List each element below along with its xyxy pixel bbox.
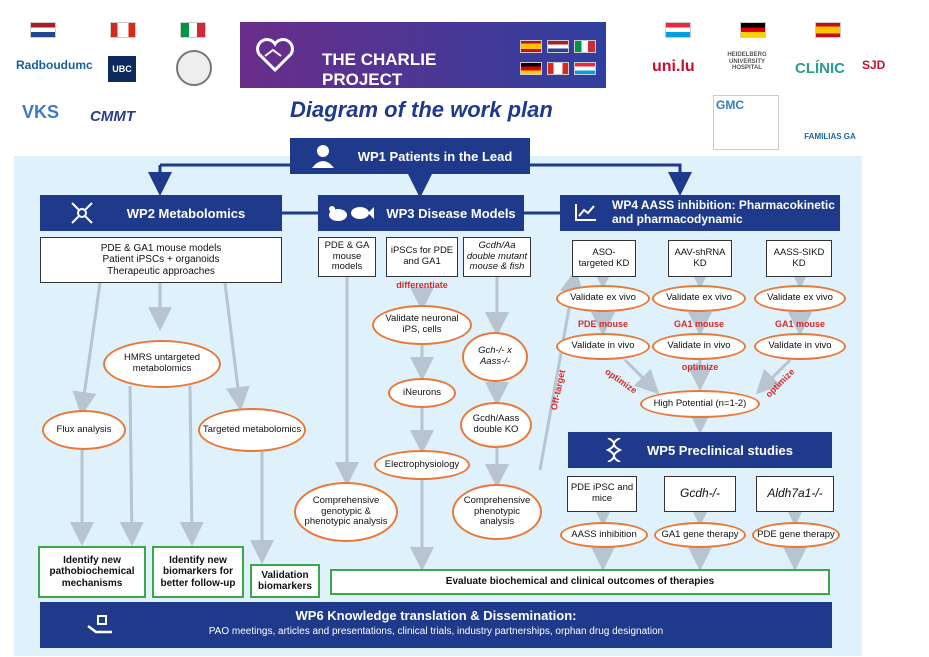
logo-vks: VKS [22,102,60,122]
logo-radboudumc: Radboudumc [16,58,93,72]
wp6-banner: WP6 Knowledge translation & Disseminatio… [40,602,832,648]
wp3-col1-box: PDE & GA mouse models [318,237,376,277]
wp2-description: PDE & GA1 mouse models Patient iPSCs + o… [40,237,282,283]
logo-cmmt: CMMT [90,108,135,125]
diagram-subtitle: Diagram of the work plan [290,97,553,122]
flag-spain-small [520,40,542,53]
wp2-flux-oval: Flux analysis [42,410,126,450]
wp3-header: WP3 Disease Models [318,195,524,231]
wp3-col2-box: iPSCs for PDE and GA1 [386,237,458,277]
flag-italy-small [574,40,596,53]
flag-canada-small [547,62,569,75]
line-chart-icon [574,202,598,225]
wp1-header: WP1 Patients in the Lead [290,138,530,174]
wp4-optimize2-label: optimize [681,362,719,372]
logo-gmc: GMC [713,95,779,150]
wp6-description: PAO meetings, articles and presentations… [208,626,664,637]
logo-clinic: CLÍNIC [795,60,845,77]
dna-icon [604,437,624,465]
logo-heidelberg: HEIDELBERG UNIVERSITY HOSPITAL [727,52,767,72]
mouse-fish-icon [326,203,374,226]
wp5-model1-box: PDE iPSC and mice [567,476,637,512]
flag-luxembourg-small [574,62,596,75]
wp4-pde-mouse-label: PDE mouse [577,319,628,329]
flag-italy [180,22,206,38]
wp2-header: WP2 Metabolomics [40,195,282,231]
wp3-col3-box: Gcdh/Aa double mutant mouse & fish [463,237,531,277]
wp4-aso-box: ASO-targeted KD [572,240,636,277]
wp2-output-biomarkers: Identify new biomarkers for better follo… [152,546,244,598]
wp5-pde-gene-therapy-oval: PDE gene therapy [752,522,840,548]
wp4-invivo2-oval: Validate in vivo [652,333,746,360]
wp4-sikd-box: AASS-SIKD KD [766,240,832,277]
wp3-ineurons-oval: iNeurons [388,378,456,408]
people-icon [310,144,336,171]
logo-ubc: UBC [108,56,136,82]
wp4-invivo3-oval: Validate in vivo [754,333,846,360]
wp5-header: WP5 Preclinical studies [568,432,832,468]
wp3-comprehensive1-oval: Comprehensive genotypic & phenotypic ana… [294,482,398,542]
flag-luxembourg [665,22,691,38]
logo-sjd: SJD [862,58,886,72]
hands-icon [86,612,114,641]
wp2-targeted-oval: Targeted metabolomics [198,408,306,452]
wp2-output-mechanisms: Identify new pathobiochemical mechanisms [38,546,146,598]
flag-spain [815,22,841,38]
wp2-output-validation: Validation biomarkers [250,564,320,598]
flag-germany [740,22,766,38]
wp5-ga1-gene-therapy-oval: GA1 gene therapy [654,522,746,548]
wp3-validate-neuronal-oval: Validate neuronal iPS, cells [372,305,472,345]
wp6-title: WP6 Knowledge translation & Disseminatio… [295,608,577,623]
flag-germany-small [520,62,542,75]
wp3-differentiate-label: differentiate [396,280,448,290]
flag-netherlands [30,22,56,38]
wp4-exvivo3-oval: Validate ex vivo [754,285,846,312]
wp3-gcdh-ko-oval: Gcdh/Aass double KO [460,402,532,448]
wp4-ga1-mouse2-label: GA1 mouse [774,319,825,329]
wp4-invivo1-oval: Validate in vivo [556,333,650,360]
wp5-model2-box: Gcdh-/- [664,476,736,512]
wp3-comprehensive2-oval: Comprehensive phenotypic analysis [452,484,542,540]
wp5-model3-box: Aldh7a1-/- [756,476,834,512]
flag-netherlands-small [547,40,569,53]
molecule-icon [68,200,96,229]
wp5-evaluate-box: Evaluate biochemical and clinical outcom… [330,569,830,595]
wp4-aav-box: AAV-shRNA KD [668,240,732,277]
project-title: THE CHARLIE PROJECT [322,50,437,89]
logo-unilu: uni.lu [652,58,695,75]
wp2-hmrs-oval: HMRS untargeted metabolomics [103,340,221,388]
wp4-high-potential-oval: High Potential (n=1-2) [640,390,760,418]
wp4-exvivo2-oval: Validate ex vivo [652,285,746,312]
wp3-electro-oval: Electrophysiology [374,450,470,480]
wp3-gch-x-oval: Gch-/- x Aass-/- [462,332,528,382]
wp4-exvivo1-oval: Validate ex vivo [556,285,650,312]
wp4-ga1-mouse1-label: GA1 mouse [673,319,724,329]
wp4-header: WP4 AASS inhibition: Pharmacokinetic and… [560,195,840,231]
logo-seal [176,50,212,86]
wp5-aass-inhibition-oval: AASS inhibition [560,522,648,548]
flag-canada [110,22,136,38]
title-banner [240,22,606,88]
handshake-heart-icon [255,38,295,73]
logo-familias-ga: FAMILIAS GA [804,132,856,141]
